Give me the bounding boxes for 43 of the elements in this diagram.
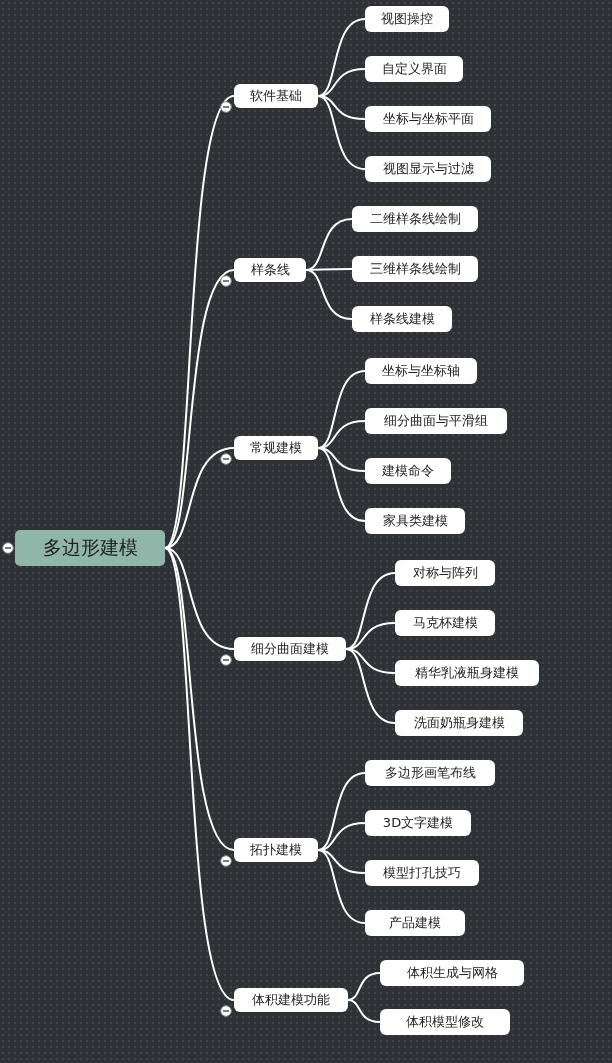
topic-box: 精华乳液瓶身建模 — [395, 660, 539, 686]
connector-line — [347, 999, 381, 1023]
topic-box: 体积模型修改 — [380, 1009, 510, 1035]
connector-line — [164, 269, 235, 549]
connector-line — [164, 547, 235, 650]
connector-line — [317, 95, 366, 170]
connector-line — [164, 547, 235, 1001]
connector-line — [164, 95, 235, 549]
topic-box: 自定义界面 — [365, 56, 463, 82]
topic-box: 产品建模 — [365, 910, 465, 936]
topic-box: 家具类建模 — [365, 508, 465, 534]
topic-box: 视图显示与过滤 — [365, 156, 491, 182]
connector-line — [164, 547, 235, 851]
topic-box: 拓扑建模 — [234, 838, 318, 862]
topic-box: 对称与阵列 — [395, 560, 495, 586]
topic-box: 体积生成与网格 — [380, 960, 524, 986]
topic-box: 3D文字建模 — [365, 810, 471, 836]
connector-line — [347, 972, 381, 1001]
connector-line — [317, 18, 366, 97]
topic-box: 多边形画笔布线 — [365, 760, 495, 786]
topic-box: 细分曲面建模 — [234, 637, 346, 661]
topic-box: 洗面奶瓶身建模 — [395, 710, 523, 736]
topic-box: 坐标与坐标平面 — [365, 106, 491, 132]
topic-box: 马克杯建模 — [395, 610, 495, 636]
topic-box: 常规建模 — [234, 436, 318, 460]
topic-box: 二维样条线绘制 — [352, 206, 478, 232]
topic-box: 样条线建模 — [352, 306, 452, 332]
topic-box: 坐标与坐标轴 — [365, 358, 477, 384]
connector-line — [317, 849, 366, 924]
topic-box: 模型打孔技巧 — [365, 860, 479, 886]
topic-box: 体积建模功能 — [234, 988, 348, 1012]
topic-box: 细分曲面与平滑组 — [365, 408, 507, 434]
connector-line — [317, 370, 366, 449]
topic-box: 建模命令 — [365, 458, 451, 484]
connector-line — [317, 447, 366, 522]
topic-box: 软件基础 — [234, 84, 318, 108]
connector-line — [317, 772, 366, 851]
topic-box: 三维样条线绘制 — [352, 256, 478, 282]
connector-line — [305, 269, 353, 320]
topic-box: 视图操控 — [365, 6, 449, 32]
root-topic-box: 多边形建模 — [15, 530, 165, 566]
topic-box: 样条线 — [234, 258, 306, 282]
connector-line — [345, 648, 396, 724]
